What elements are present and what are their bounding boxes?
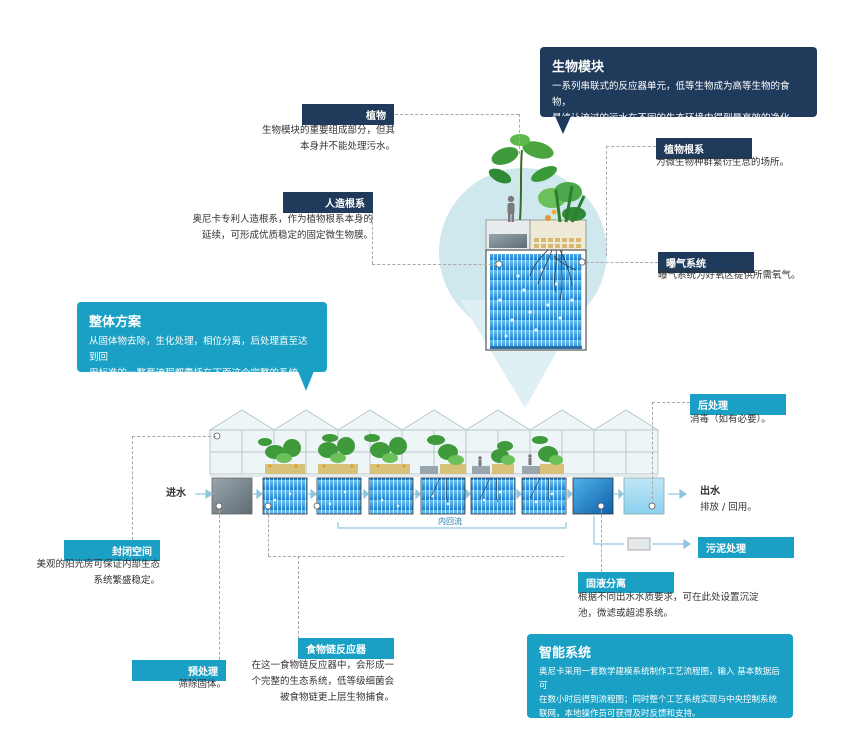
- smart-line: 在数小时后得到流程图；同时整个工艺系统实现与中央控制系统: [539, 695, 778, 705]
- plants-desc: 生物模块的重要组成部分，但其 本身并不能处理污水。: [230, 123, 395, 155]
- leader-line: [132, 436, 216, 437]
- bio-module-callout: 生物模块 一系列串联式的反应器单元，低等生物成为高等生物的食物， 最终让流过的污…: [540, 47, 817, 124]
- internal-flow-label: 内回流: [430, 516, 470, 527]
- outlet-sub: 排放 / 回用。: [700, 502, 757, 513]
- food-chain-line: 个完整的生态系统，低等级细菌会: [251, 676, 394, 687]
- enclosed-line: 美观的阳光房可保证内部生态: [36, 559, 160, 570]
- internal-flow-line: [337, 522, 567, 529]
- plants-line: 生物模块的重要组成部分，但其: [261, 125, 395, 136]
- overall-line: 用标准的一整套流程都囊括在下面这个完整的系统中。: [89, 368, 299, 395]
- smart-title: 智能系统: [539, 646, 592, 661]
- food-chain-desc: 在这一食物链反应器中，会形成一 个完整的生态系统，低等级细菌会 被食物链更上层生…: [220, 658, 394, 706]
- food-chain-line: 在这一食物链反应器中，会形成一: [251, 660, 394, 671]
- smart-line: 联网，本地操作员可获得及时反馈和支持。: [539, 709, 701, 719]
- inlet-label: 进水: [166, 488, 186, 499]
- leader-line: [298, 556, 299, 644]
- leader-line: [132, 436, 133, 540]
- overall-line: 从固体物去除，生化处理，相位分离，后处理直至达到回: [89, 336, 308, 363]
- reactor-tanks: [262, 477, 567, 515]
- leader-line: [268, 556, 564, 557]
- leader-line: [606, 146, 607, 256]
- artificial-roots-line: 延续，可形成优质稳定的固定微生物膜。: [201, 230, 373, 241]
- leader-line: [586, 262, 658, 263]
- artificial-roots-line: 奥尼卡专利人造根系，作为植物根系本身的: [192, 214, 373, 225]
- post-treatment-line: 消毒（如有必要）。: [690, 414, 771, 425]
- smart-line: 奥尼卡采用一套数学建模系统制作工艺流程图，输入 基本数据后可: [539, 667, 780, 691]
- leader-line: [219, 510, 220, 665]
- sludge-line: [593, 516, 692, 550]
- post-treatment-desc: 消毒（如有必要）。: [690, 412, 840, 428]
- outlet-title: 出水: [700, 486, 720, 497]
- food-chain-line: 被食物链更上层生物捕食。: [279, 692, 394, 703]
- separation-tag: 固液分离: [578, 572, 674, 593]
- food-chain-tag: 食物链反应器: [298, 638, 394, 659]
- pretreatment-desc: 筛除固体。: [132, 677, 226, 693]
- plant-roots-line: 为微生物种群繁衍生息的场所。: [656, 157, 790, 168]
- plants-tag: 植物: [302, 104, 394, 125]
- leader-line: [395, 114, 519, 115]
- outlet-label: 出水 排放 / 回用。: [700, 484, 780, 516]
- leader-line: [652, 402, 653, 504]
- aeration-line: 曝气系统为好氧区提供所需氧气。: [658, 270, 801, 281]
- module-plants: [258, 434, 564, 474]
- bio-module-pointer: [555, 116, 571, 134]
- enclosed-desc: 美观的阳光房可保证内部生态 系统繁盛稳定。: [20, 557, 160, 589]
- leader-line: [519, 114, 520, 154]
- separation-desc: 根据不同出水水质要求，可在此处设置沉淀 池，微滤或超滤系统。: [578, 590, 778, 622]
- plant-cluster-icon: [488, 134, 586, 223]
- enclosed-line: 系统繁盛稳定。: [93, 575, 160, 586]
- leader-line: [372, 264, 497, 265]
- plant-roots-tag: 植物根系: [656, 138, 752, 159]
- bio-module-line: 最终让流过的污水在不同的生态环境中得到最高效的净化。: [552, 113, 800, 124]
- smart-system-callout: 智能系统 奥尼卡采用一套数学建模系统制作工艺流程图，输入 基本数据后可 在数小时…: [527, 634, 793, 719]
- sludge-unit: [627, 537, 651, 551]
- clarifier-tank: [572, 477, 614, 515]
- leader-line: [601, 510, 602, 572]
- bio-module-line: 一系列串联式的反应器单元，低等生物成为高等生物的食物，: [552, 81, 790, 108]
- post-treatment-tank: [623, 477, 665, 515]
- plant-roots-desc: 为微生物种群繁衍生息的场所。: [656, 155, 836, 171]
- overall-title: 整体方案: [89, 315, 142, 330]
- sludge-tag: 污泥处理: [698, 537, 794, 558]
- artificial-roots-tag: 人造根系: [283, 192, 373, 213]
- separation-line: 池，微滤或超滤系统。: [578, 608, 674, 619]
- overall-pointer: [298, 371, 314, 391]
- bio-module-title: 生物模块: [552, 60, 605, 75]
- plants-line: 本身并不能处理污水。: [299, 141, 395, 152]
- zoomed-module: [485, 134, 587, 351]
- aeration-desc: 曝气系统为好氧区提供所需氧气。: [658, 268, 843, 284]
- flow-arrows: [195, 488, 688, 500]
- overall-callout: 整体方案 从固体物去除，生化处理，相位分离，后处理直至达到回 用标准的一整套流程…: [77, 302, 327, 395]
- post-treatment-tag: 后处理: [690, 394, 786, 415]
- leader-line: [268, 510, 269, 556]
- aeration-tag: 曝气系统: [658, 252, 754, 273]
- person-icon: [507, 195, 515, 222]
- artificial-roots-desc: 奥尼卡专利人造根系，作为植物根系本身的 延续，可形成优质稳定的固定微生物膜。: [178, 212, 373, 244]
- pretreatment-tag: 预处理: [132, 660, 226, 681]
- separation-line: 根据不同出水水质要求，可在此处设置沉淀: [578, 592, 759, 603]
- leader-line: [372, 212, 373, 264]
- leader-line: [652, 402, 690, 403]
- enclosed-tag: 封闭空间: [64, 540, 160, 561]
- pretreatment-line: 筛除固体。: [178, 679, 226, 690]
- leader-line: [606, 146, 656, 147]
